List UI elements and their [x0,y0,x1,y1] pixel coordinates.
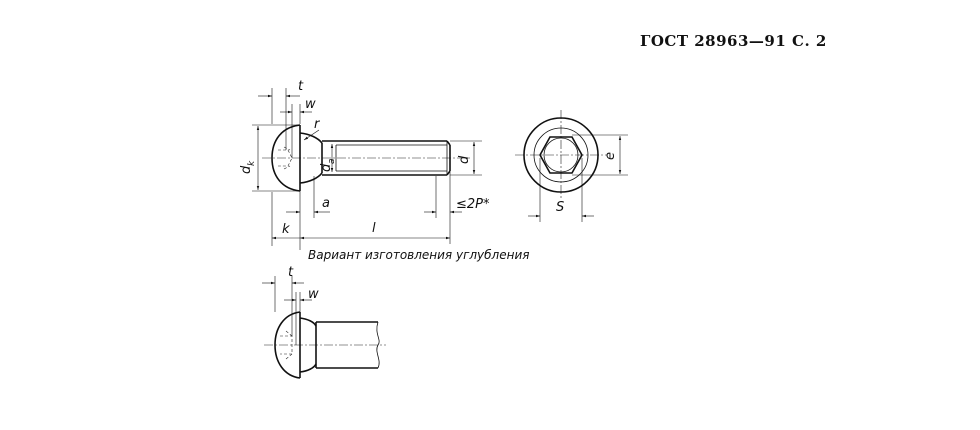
label-da: d [319,163,334,172]
label-dk: d [239,165,254,174]
chamfer-bottom [446,170,451,176]
label-dk-group: d k [239,160,257,174]
label-da-group: d a [319,158,337,172]
socket-chamfer-circle [543,137,579,173]
label-l: l [372,221,376,236]
label-da-sub: a [327,158,337,164]
hex-socket [539,136,583,174]
socket-cone-hidden [283,146,291,170]
end-view: e S [515,110,628,222]
variant-label-t: t [288,265,294,280]
variant-socket-cone [285,330,293,360]
head-inner-circle [533,127,589,183]
variant-view: t w [262,265,386,379]
label-t: t [298,79,304,94]
label-d: d [457,155,472,164]
bolt-head-dome [271,124,301,192]
chamfer-top [446,140,451,146]
underhead-fillet-bottom [299,172,323,184]
variant-fillet-bottom [299,363,317,373]
label-dk-sub: k [247,160,257,166]
label-k: k [282,222,290,237]
standard-header: ГОСТ 28963—91 С. 2 [640,32,827,50]
underhead-fillet-top [299,132,323,144]
variant-break-line [376,321,380,369]
main-side-view: t w r d k d a [239,79,490,250]
label-r: r [314,117,321,132]
variant-fillet-top [299,317,317,327]
label-d-group: d [457,155,472,164]
label-e: e [603,152,618,160]
variant-caption: Вариант изготовления углубления [308,248,529,262]
socket-hidden [278,149,293,167]
label-s: S [556,200,564,215]
label-w: w [305,97,316,112]
label-thread-end: ≤2P* [456,197,490,212]
r-leader [303,129,320,141]
head-outer-circle [523,117,599,193]
variant-head-dome [274,311,301,379]
label-a: a [322,196,330,211]
variant-label-w: w [308,287,319,302]
label-e-group: e [603,152,618,160]
variant-socket-hidden [280,335,293,355]
